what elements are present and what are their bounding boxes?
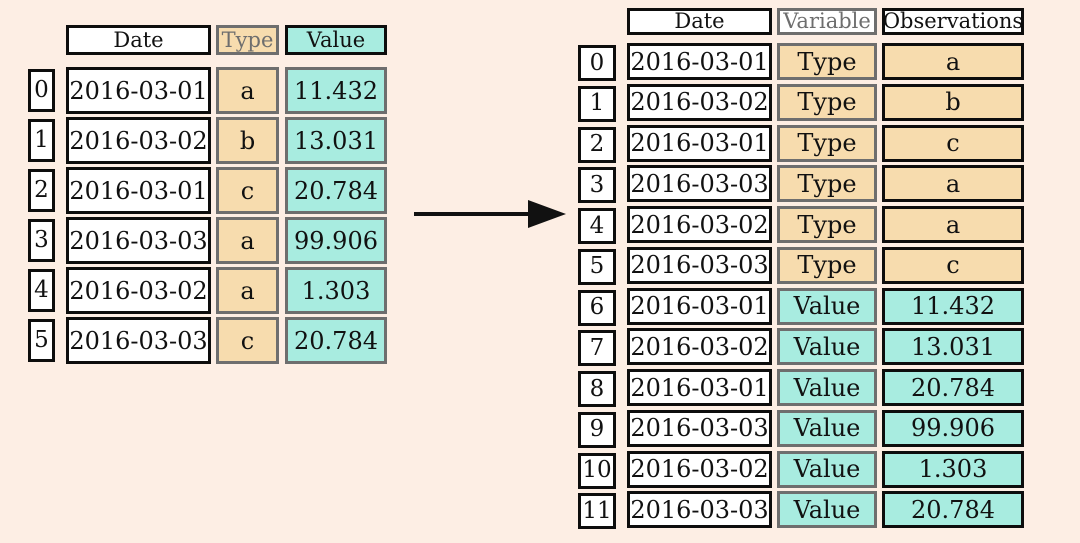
right-row-date: 2016-03-03	[627, 165, 772, 203]
right-row-index: 6	[578, 289, 616, 326]
right-row-date: 2016-03-02	[627, 450, 772, 488]
right-row-date: 2016-03-03	[627, 246, 772, 284]
left-row-type: b	[216, 117, 279, 164]
left-row-date: 2016-03-03	[66, 217, 211, 264]
left-header-value: Value	[285, 25, 387, 55]
left-row-value: 20.784	[285, 317, 387, 364]
right-arrow-icon	[414, 200, 566, 228]
left-row-value: 99.906	[285, 217, 387, 264]
right-row-date: 2016-03-01	[627, 43, 772, 80]
right-row-index: 1	[578, 85, 616, 122]
left-row-date: 2016-03-01	[66, 167, 211, 214]
left-row-date: 2016-03-02	[66, 267, 211, 314]
left-row-index: 4	[28, 269, 55, 312]
left-row-index: 2	[28, 169, 55, 212]
right-row-date: 2016-03-03	[627, 491, 772, 529]
left-row-value: 1.303	[285, 267, 387, 314]
right-row-variable: Value	[777, 450, 877, 488]
right-row-date: 2016-03-01	[627, 369, 772, 406]
right-row-observation: 99.906	[882, 409, 1024, 447]
right-row-index: 4	[578, 208, 616, 244]
left-row-type: a	[216, 217, 279, 264]
left-row-date: 2016-03-02	[66, 117, 211, 164]
left-row-index: 0	[28, 69, 55, 112]
right-row-observation: 20.784	[882, 491, 1024, 529]
right-row-index: 8	[578, 371, 616, 407]
right-row-variable: Value	[777, 328, 877, 366]
right-row-variable: Type	[777, 206, 877, 243]
left-header-date: Date	[66, 25, 211, 55]
left-row-index: 5	[28, 319, 55, 362]
left-row-type: a	[216, 267, 279, 314]
right-row-index: 10	[578, 452, 616, 489]
right-row-variable: Type	[777, 165, 877, 203]
right-row-index: 2	[578, 126, 616, 163]
right-row-observation: a	[882, 43, 1024, 80]
left-row-type: c	[216, 317, 279, 364]
right-row-date: 2016-03-01	[627, 124, 772, 162]
right-row-observation: c	[882, 246, 1024, 284]
right-row-observation: 1.303	[882, 450, 1024, 488]
right-row-observation: 11.432	[882, 287, 1024, 325]
right-header-date: Date	[627, 8, 772, 35]
right-row-date: 2016-03-01	[627, 287, 772, 325]
left-header-type: Type	[216, 25, 279, 55]
right-row-observation: a	[882, 206, 1024, 243]
left-row-value: 20.784	[285, 167, 387, 214]
right-row-variable: Value	[777, 369, 877, 406]
right-row-date: 2016-03-02	[627, 206, 772, 243]
left-row-date: 2016-03-03	[66, 317, 211, 364]
right-row-observation: 20.784	[882, 369, 1024, 406]
left-row-index: 1	[28, 119, 55, 162]
left-row-value: 13.031	[285, 117, 387, 164]
right-row-date: 2016-03-02	[627, 328, 772, 366]
right-row-date: 2016-03-02	[627, 83, 772, 121]
right-row-index: 0	[578, 45, 616, 81]
right-row-index: 11	[578, 493, 616, 530]
right-row-index: 3	[578, 167, 616, 204]
right-row-index: 7	[578, 330, 616, 367]
right-header-variable: Variable	[777, 8, 877, 35]
left-row-type: c	[216, 167, 279, 214]
right-row-variable: Value	[777, 287, 877, 325]
left-row-value: 11.432	[285, 67, 387, 114]
left-row-index: 3	[28, 219, 55, 262]
right-row-variable: Type	[777, 124, 877, 162]
right-row-observation: a	[882, 165, 1024, 203]
right-row-variable: Type	[777, 83, 877, 121]
right-row-observation: 13.031	[882, 328, 1024, 366]
right-row-date: 2016-03-03	[627, 409, 772, 447]
right-header-observations: Observations	[882, 8, 1024, 35]
left-row-date: 2016-03-01	[66, 67, 211, 114]
right-row-variable: Type	[777, 246, 877, 284]
right-row-index: 5	[578, 248, 616, 285]
right-row-variable: Value	[777, 409, 877, 447]
right-row-index: 9	[578, 411, 616, 448]
right-row-variable: Value	[777, 491, 877, 529]
right-row-observation: c	[882, 124, 1024, 162]
right-row-variable: Type	[777, 43, 877, 80]
left-row-type: a	[216, 67, 279, 114]
right-row-observation: b	[882, 83, 1024, 121]
